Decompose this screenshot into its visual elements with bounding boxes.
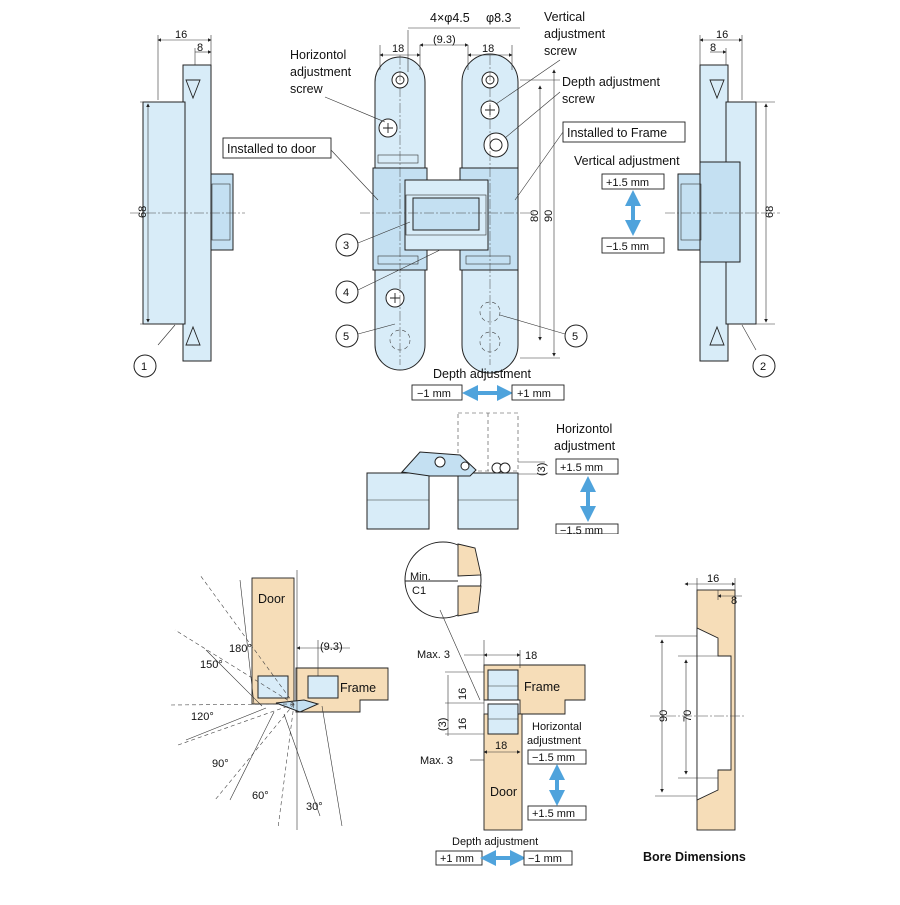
vertical-plus-1-5: +1.5 mm — [606, 177, 649, 189]
max-3-bottom: Max. 3 — [420, 755, 453, 767]
horizontal-adj-bottom-1: Horizontal — [532, 721, 582, 733]
opening-angle-view: 180° 150° 120° 90° 60° 30° Door Frame (9… — [169, 570, 389, 830]
horizontal-plus-1-5-top: +1.5 mm — [560, 462, 603, 474]
vertical-screw-label-2: adjustment — [544, 27, 606, 41]
c1-label: C1 — [412, 585, 426, 597]
dim-9-3-top: (9.3) — [433, 34, 456, 46]
annotations-top: Horizontol adjustment screw Vertical adj… — [222, 10, 686, 348]
door-label-angles: Door — [258, 592, 285, 606]
bore-dimensions-view: 16 8 90 70 Bore Dimensions — [643, 573, 746, 864]
dim-18-center-right: 18 — [482, 43, 494, 55]
angle-120: 120° — [191, 711, 214, 723]
horizontal-screw-label-1: Horizontol — [290, 48, 346, 62]
depth-adjustment-top: Depth adjustment −1 mm +1 mm — [411, 367, 565, 401]
dim-18-section-bottom: 18 — [495, 740, 507, 752]
callout-1 — [133, 354, 157, 378]
dim-9-3-bottom: (9.3) — [320, 641, 343, 653]
depth-screw-label-2: screw — [562, 92, 596, 106]
bore-dimensions-title: Bore Dimensions — [643, 850, 746, 864]
callout-5-left: 5 — [343, 331, 349, 343]
vertical-screw-label-1: Vertical — [544, 10, 585, 24]
depth-plus-1-bottom: +1 mm — [440, 853, 474, 865]
horizontal-adj-top-2: adjustment — [554, 439, 616, 453]
callout-5-right: 5 — [572, 331, 578, 343]
angle-180: 180° — [229, 643, 252, 655]
depth-minus-1-bottom: −1 mm — [528, 853, 562, 865]
angle-30: 30° — [306, 801, 323, 813]
dim-68-left: 68 — [137, 206, 149, 218]
dim-16-section-a: 16 — [457, 688, 469, 700]
horizontal-plus-1-5-bottom: +1.5 mm — [532, 808, 575, 820]
depth-adjustment-bottom-label: Depth adjustment — [452, 836, 538, 848]
installed-to-frame-label: Installed to Frame — [567, 126, 667, 140]
angle-60: 60° — [252, 790, 269, 802]
frame-label-angles: Frame — [340, 681, 376, 695]
dim-8-bore: 8 — [731, 595, 737, 607]
left-side-view: 16 8 68 1 — [130, 29, 245, 378]
dim-paren-3-section: (3) — [437, 718, 449, 731]
dim-70-bore: 70 — [682, 710, 694, 722]
vertical-minus-1-5: −1.5 mm — [606, 241, 649, 253]
installed-to-door-label: Installed to door — [227, 142, 316, 156]
horizontal-adj-top-1: Horizontol — [556, 422, 612, 436]
depth-screw-label-1: Depth adjustment — [562, 75, 661, 89]
dim-16-left: 16 — [175, 29, 187, 41]
dim-8-left: 8 — [197, 42, 203, 54]
dim-18-center-left: 18 — [392, 43, 404, 55]
dim-16-section-b: 16 — [457, 718, 469, 730]
horizontal-screw-label-2: adjustment — [290, 65, 352, 79]
horizontal-adj-bottom-2: adjustment — [527, 735, 581, 747]
screw-spec-a: 4×φ4.5 — [430, 11, 470, 25]
dim-90: 90 — [543, 210, 555, 222]
hinge-front-view: 18 18 (9.3) 4×φ4.5 φ8.3 80 90 — [360, 11, 560, 374]
dim-8-right: 8 — [710, 42, 716, 54]
hinge-top-view: (3) Horizontol adjustment +1.5 mm −1.5 m… — [366, 412, 630, 546]
frame-label-section: Frame — [524, 680, 560, 694]
vertical-adjustment-label: Vertical adjustment — [574, 154, 680, 168]
right-side-view: 16 8 68 2 Vertical adjustment +1.5 mm −1… — [574, 29, 780, 378]
dim-80: 80 — [529, 210, 541, 222]
callout-2: 2 — [760, 361, 766, 373]
screw-spec-b: φ8.3 — [486, 11, 512, 25]
depth-plus-1-top: +1 mm — [517, 388, 551, 400]
min-label: Min. — [410, 571, 431, 583]
angle-150: 150° — [200, 659, 223, 671]
dim-18-section-top: 18 — [525, 650, 537, 662]
door-label-section: Door — [490, 785, 517, 799]
callout-1-label: 1 — [141, 361, 147, 373]
dim-16-right: 16 — [716, 29, 728, 41]
horizontal-screw-label-3: screw — [290, 82, 324, 96]
dim-16-bore: 16 — [707, 573, 719, 585]
section-view: Min. C1 18 Max. 3 16 16 (3) 18 Max. 3 Fr… — [404, 541, 587, 866]
callout-3: 3 — [343, 240, 349, 252]
vertical-screw-label-3: screw — [544, 44, 578, 58]
max-3-top: Max. 3 — [417, 649, 450, 661]
dim-68-right: 68 — [764, 206, 776, 218]
horizontal-minus-1-5-bottom: −1.5 mm — [532, 752, 575, 764]
dim-paren-3-top: (3) — [536, 463, 548, 476]
angle-90: 90° — [212, 758, 229, 770]
dim-90-bore: 90 — [658, 710, 670, 722]
depth-minus-1-top: −1 mm — [417, 388, 451, 400]
callout-4: 4 — [343, 287, 349, 299]
depth-adjustment-top-label: Depth adjustment — [433, 367, 532, 381]
